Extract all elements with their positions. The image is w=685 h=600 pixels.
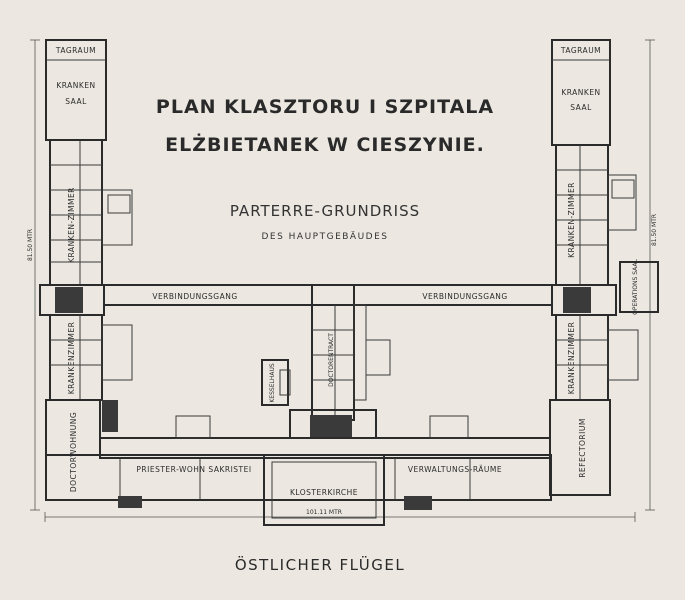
dim-left-height: 81.50 MTR — [27, 229, 34, 261]
plan-title-line2: ELŻBIETANEK W CIESZYNIE. — [165, 134, 485, 156]
label-verwaltungs-raume: VERWALTUNGS-RÄUME — [408, 465, 502, 474]
label-kranken-zimmer-right-upper: KRANKEN-ZIMMER — [567, 182, 576, 258]
label-saal-left: SAAL — [65, 97, 87, 106]
label-verbindungsgang-right: VERBINDUNGSGANG — [422, 292, 507, 301]
label-priester-wohn-sakristei: PRIESTER-WOHN SAKRISTEI — [136, 465, 251, 474]
dim-right-height: 81.50 MTR — [651, 214, 658, 246]
room-labels: TAGRAUM TAGRAUM KRANKEN SAAL KRANKEN SAA… — [55, 46, 639, 497]
label-kranken-zimmer-right-lower: KRANKENZIMMER — [567, 322, 576, 395]
plan-subtitle: PARTERRE-GRUNDRISS — [229, 202, 421, 220]
plan-subtitle-secondary: DES HAUPTGEBÄUDES — [261, 232, 389, 242]
label-saal-right: SAAL — [570, 103, 592, 112]
label-doctorentract: DOCTORENTRACT — [328, 333, 335, 387]
label-refectorium: REFECTORIUM — [578, 418, 587, 478]
dimension-labels: 81.50 MTR 81.50 MTR 101.11 MTR — [27, 214, 658, 516]
label-klosterkirche: KLOSTERKIRCHE — [290, 488, 358, 497]
label-kranken-left: KRANKEN — [56, 81, 95, 90]
label-operations-saal: OPERATIONS SAAL — [632, 258, 639, 314]
label-kesselhaus: KESSELHAUS — [269, 363, 276, 402]
label-tagraum-left: TAGRAUM — [55, 46, 96, 55]
right-wing — [549, 39, 659, 496]
label-tagraum-right: TAGRAUM — [560, 46, 601, 55]
label-kranken-zimmer-left-upper: KRANKEN-ZIMMER — [67, 187, 76, 263]
left-wing — [39, 39, 133, 456]
label-doctorwohnung: DOCTORWOHNUNG — [69, 412, 78, 492]
central-tract — [261, 284, 391, 439]
wing-label: ÖSTLICHER FLÜGEL — [234, 556, 406, 574]
front-range — [45, 415, 552, 526]
label-verbindungsgang-left: VERBINDUNGSGANG — [152, 292, 237, 301]
dimension-lines — [30, 39, 655, 522]
label-kranken-right: KRANKEN — [561, 88, 600, 97]
plan-title-line1: PLAN KLASZTORU I SZPITALA — [155, 96, 495, 118]
dim-bottom-width: 101.11 MTR — [306, 509, 342, 516]
label-kranken-zimmer-left-lower: KRANKENZIMMER — [67, 322, 76, 395]
